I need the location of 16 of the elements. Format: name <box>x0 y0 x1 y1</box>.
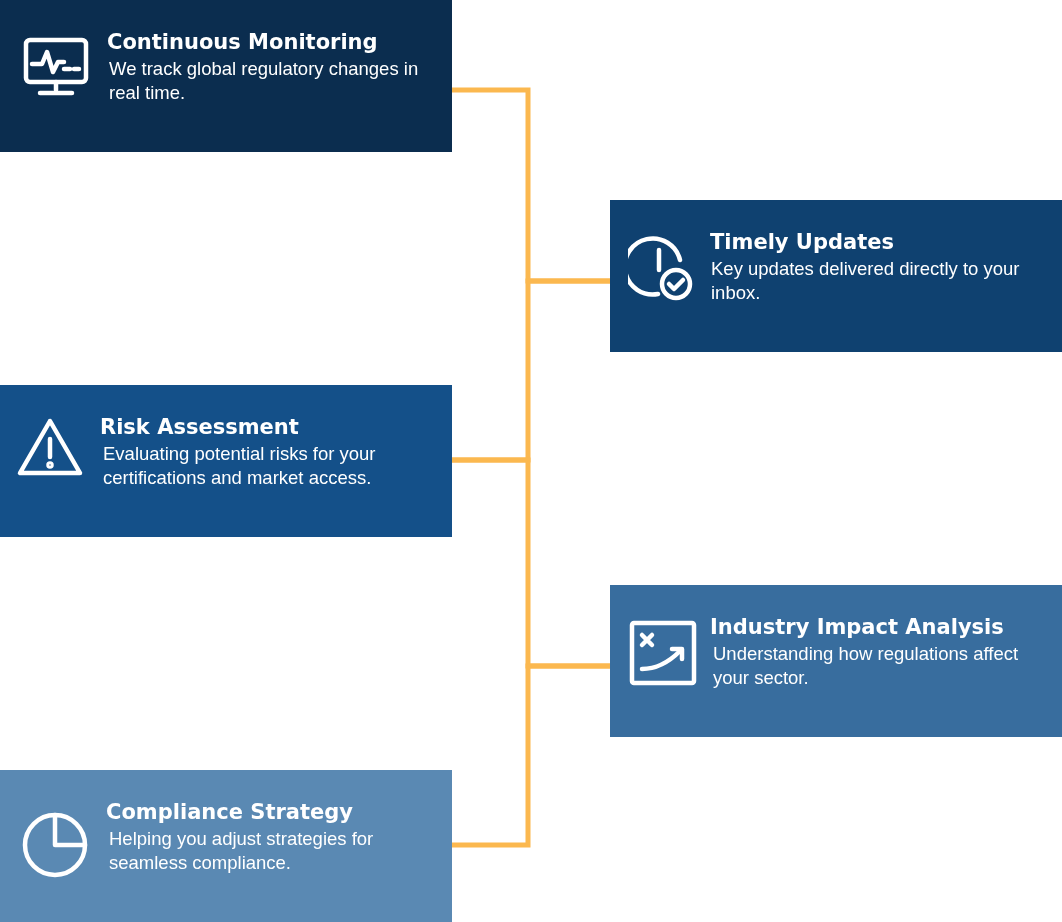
card-description: Understanding how regulations affect your sector. <box>713 642 1020 690</box>
card-description: We track global regulatory changes in real time. <box>109 57 420 105</box>
feature-card <box>0 770 452 922</box>
feature-card <box>610 200 1062 352</box>
feature-card <box>0 0 452 152</box>
card-description: Key updates delivered directly to your inbox. <box>711 257 1021 305</box>
feature-card <box>0 385 452 537</box>
card-title: Industry Impact Analysis <box>710 615 1004 639</box>
card-title: Timely Updates <box>710 230 894 254</box>
feature-card <box>610 585 1062 737</box>
card-description: Evaluating potential risks for your certifications and market access. <box>103 442 377 490</box>
card-title: Continuous Monitoring <box>107 30 378 54</box>
card-title: Risk Assessment <box>100 415 299 439</box>
connector-line <box>452 663 610 848</box>
card-description: Helping you adjust strategies for seamless compliance. <box>109 827 375 875</box>
card-title: Compliance Strategy <box>106 800 353 824</box>
